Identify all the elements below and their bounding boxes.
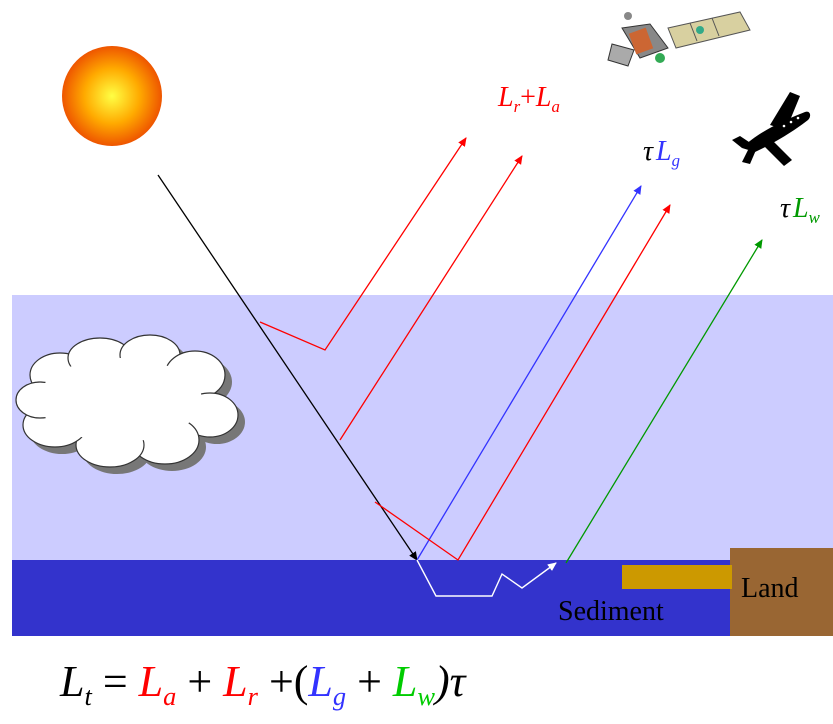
land-label: Land: [741, 573, 799, 604]
underwater-path: [416, 559, 557, 597]
incident-ray: [157, 174, 418, 561]
cloud-icon: [15, 334, 245, 474]
satellite-icon: [607, 11, 751, 67]
land-block: [730, 548, 833, 636]
sediment-label: Sediment: [558, 596, 664, 627]
sediment-bar: [622, 565, 732, 589]
airplane-icon: [732, 92, 811, 166]
water-leaving-ray: [565, 239, 763, 564]
path-radiance-label: Lr+La: [498, 82, 560, 116]
sun-icon: [62, 46, 162, 146]
path-radiance-ray-2: [339, 155, 523, 441]
glint-ray: [416, 185, 642, 561]
path-radiance-ray-1: [259, 137, 467, 351]
radiance-equation: Lt = La + Lr +(Lg + Lw)τ: [60, 657, 466, 712]
near-surface-ray: [374, 204, 671, 561]
